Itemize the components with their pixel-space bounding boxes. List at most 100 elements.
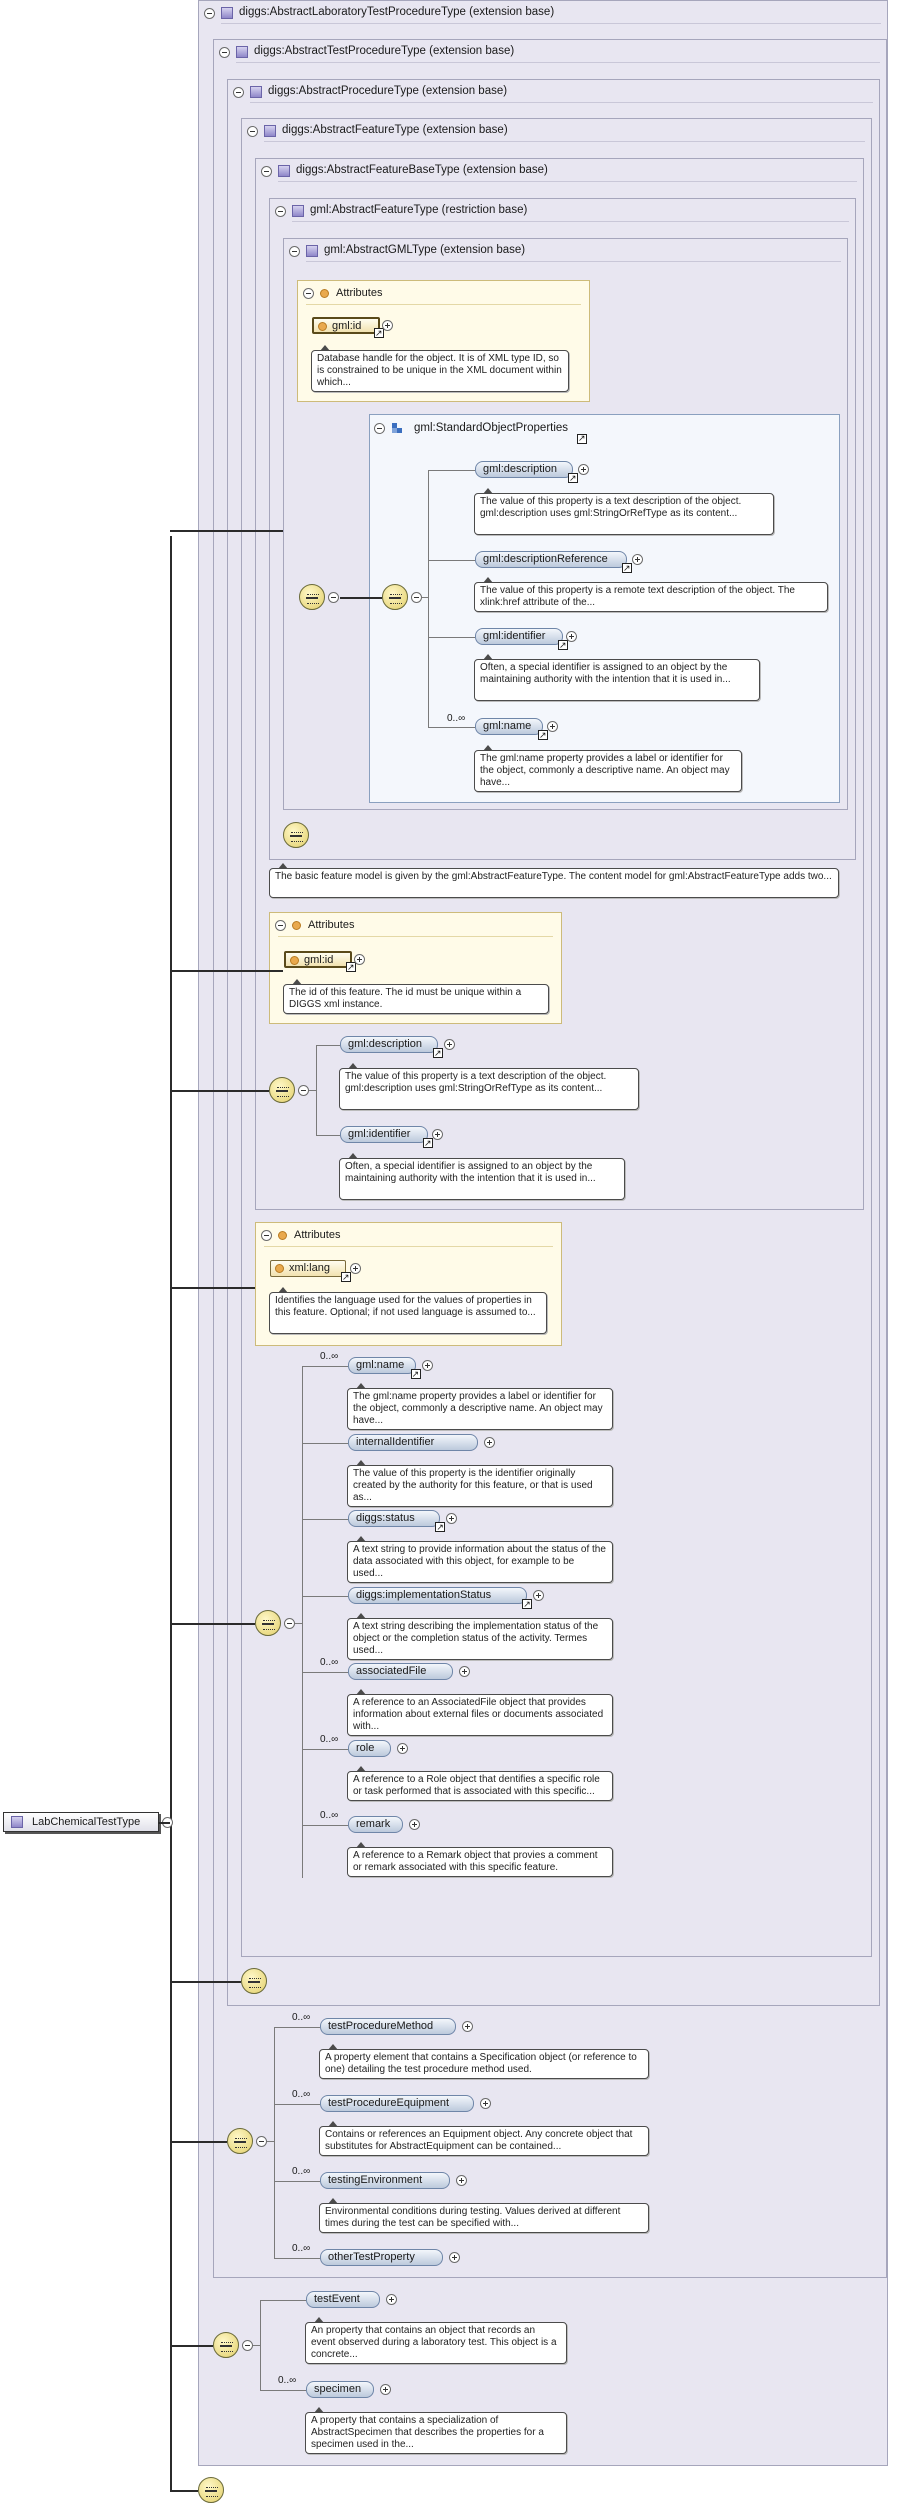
collapse-icon[interactable]	[219, 47, 230, 58]
element-testing-environment[interactable]: testingEnvironment	[320, 2172, 450, 2189]
expand-icon[interactable]	[350, 1263, 361, 1274]
collapse-icon[interactable]	[256, 2136, 267, 2147]
expand-icon[interactable]	[396, 1742, 408, 1754]
expand-icon[interactable]	[483, 1436, 495, 1448]
complex-type-icon	[250, 86, 262, 98]
expand-icon[interactable]	[385, 2294, 397, 2305]
element-associated-file[interactable]: associatedFile	[348, 1663, 453, 1680]
attribute-gml-id[interactable]: gml:id	[312, 317, 384, 341]
expand-icon[interactable]	[379, 2384, 391, 2395]
element-role[interactable]: role	[348, 1739, 391, 1757]
expand-icon[interactable]	[432, 1129, 443, 1140]
link-icon[interactable]	[522, 1597, 533, 1612]
root-element-lab-chemical-test-type[interactable]: LabChemicalTestType	[3, 1812, 159, 1832]
doc-specimen: A property that contains a specializatio…	[305, 2407, 567, 2454]
complex-type-icon	[236, 46, 248, 58]
sequence-icon[interactable]	[299, 584, 325, 610]
expand-icon[interactable]	[566, 631, 577, 642]
expand-icon[interactable]	[382, 320, 393, 331]
element-test-event[interactable]: testEvent	[306, 2291, 380, 2308]
attribute-xml-lang[interactable]: xml:lang	[270, 1260, 351, 1285]
element-gml-identifier[interactable]: gml:identifier	[475, 628, 568, 653]
collapse-icon[interactable]	[242, 2340, 253, 2351]
expand-icon[interactable]	[458, 1666, 470, 1677]
complex-type-icon	[11, 1816, 23, 1828]
doc-test-procedure-method: A property element that contains a Speci…	[319, 2044, 649, 2079]
expand-icon[interactable]	[547, 721, 558, 732]
attribute-icon	[290, 956, 299, 965]
element-gml-description-reference[interactable]: gml:descriptionReference	[475, 551, 632, 576]
type-title: gml:AbstractFeatureType (restriction bas…	[310, 204, 528, 216]
element-other-test-property[interactable]: otherTestProperty	[320, 2249, 444, 2266]
link-icon[interactable]	[433, 1046, 443, 1061]
expand-icon[interactable]	[421, 1360, 433, 1371]
expand-icon[interactable]	[446, 1513, 458, 1524]
sequence-icon[interactable]	[213, 2332, 239, 2358]
complex-type-icon	[306, 245, 318, 257]
element-gml-identifier[interactable]: gml:identifier	[340, 1126, 433, 1151]
element-gml-name[interactable]: gml:name	[475, 718, 548, 743]
element-gml-description[interactable]: gml:description	[475, 461, 578, 486]
attribute-gml-id[interactable]: gml:id	[284, 951, 356, 975]
expand-icon[interactable]	[449, 2252, 461, 2263]
collapse-icon[interactable]	[298, 1085, 309, 1096]
element-internal-identifier[interactable]: internalIdentifier	[348, 1433, 478, 1451]
link-icon[interactable]	[568, 471, 578, 486]
sequence-icon[interactable]	[227, 2128, 253, 2154]
link-icon[interactable]	[346, 960, 356, 975]
sequence-icon[interactable]	[382, 584, 408, 610]
expand-icon[interactable]	[409, 1819, 421, 1830]
doc-xml-lang: Identifies the language used for the val…	[269, 1287, 547, 1334]
expand-icon[interactable]	[461, 2021, 473, 2032]
collapse-icon[interactable]	[204, 8, 215, 19]
link-icon[interactable]	[558, 638, 568, 653]
link-icon[interactable]	[577, 434, 587, 444]
element-diggs-status[interactable]: diggs:status	[348, 1510, 446, 1535]
link-icon[interactable]	[341, 1270, 351, 1285]
sequence-icon[interactable]	[198, 2477, 224, 2503]
expand-icon[interactable]	[632, 554, 643, 565]
expand-icon[interactable]	[354, 954, 365, 965]
link-icon[interactable]	[435, 1520, 446, 1535]
collapse-icon[interactable]	[233, 87, 244, 98]
sequence-icon[interactable]	[255, 1610, 281, 1636]
expand-icon[interactable]	[480, 2098, 492, 2109]
collapse-icon[interactable]	[261, 1230, 272, 1241]
element-test-procedure-equipment[interactable]: testProcedureEquipment	[320, 2095, 475, 2112]
element-gml-name[interactable]: gml:name	[348, 1357, 421, 1382]
collapse-icon[interactable]	[374, 423, 385, 434]
sequence-icon[interactable]	[241, 1968, 267, 1994]
collapse-icon[interactable]	[411, 592, 422, 603]
link-icon[interactable]	[423, 1136, 433, 1151]
multiplicity: 0..∞	[292, 2089, 311, 2100]
link-icon[interactable]	[538, 728, 548, 743]
collapse-icon[interactable]	[328, 592, 339, 603]
sequence-icon[interactable]	[283, 822, 309, 848]
element-test-procedure-method[interactable]: testProcedureMethod	[320, 2018, 456, 2035]
collapse-icon[interactable]	[303, 288, 314, 299]
element-remark[interactable]: remark	[348, 1816, 404, 1833]
collapse-icon[interactable]	[275, 920, 286, 931]
expand-icon[interactable]	[455, 2175, 467, 2186]
link-icon[interactable]	[622, 561, 632, 576]
collapse-icon[interactable]	[247, 126, 258, 137]
complex-type-icon	[278, 165, 290, 177]
element-diggs-implementation-status[interactable]: diggs:implementationStatus	[348, 1586, 533, 1612]
element-specimen[interactable]: specimen	[306, 2381, 374, 2398]
doc-gml-description: The value of this property is a text des…	[474, 488, 774, 535]
element-name: gml:name	[356, 1359, 405, 1371]
collapse-icon[interactable]	[275, 206, 286, 217]
collapse-icon[interactable]	[261, 166, 272, 177]
link-icon[interactable]	[410, 1367, 421, 1382]
expand-icon[interactable]	[533, 1589, 545, 1601]
sequence-icon[interactable]	[269, 1077, 295, 1103]
element-name: remark	[356, 1818, 391, 1830]
link-icon[interactable]	[374, 326, 384, 341]
collapse-icon[interactable]	[289, 246, 300, 257]
expand-icon[interactable]	[578, 464, 589, 475]
element-gml-description[interactable]: gml:description	[340, 1036, 443, 1061]
element-name: otherTestProperty	[328, 2251, 415, 2263]
doc-gml-name: The gml:name property provides a label o…	[474, 745, 742, 792]
expand-icon[interactable]	[444, 1039, 455, 1050]
collapse-icon[interactable]	[284, 1618, 295, 1629]
